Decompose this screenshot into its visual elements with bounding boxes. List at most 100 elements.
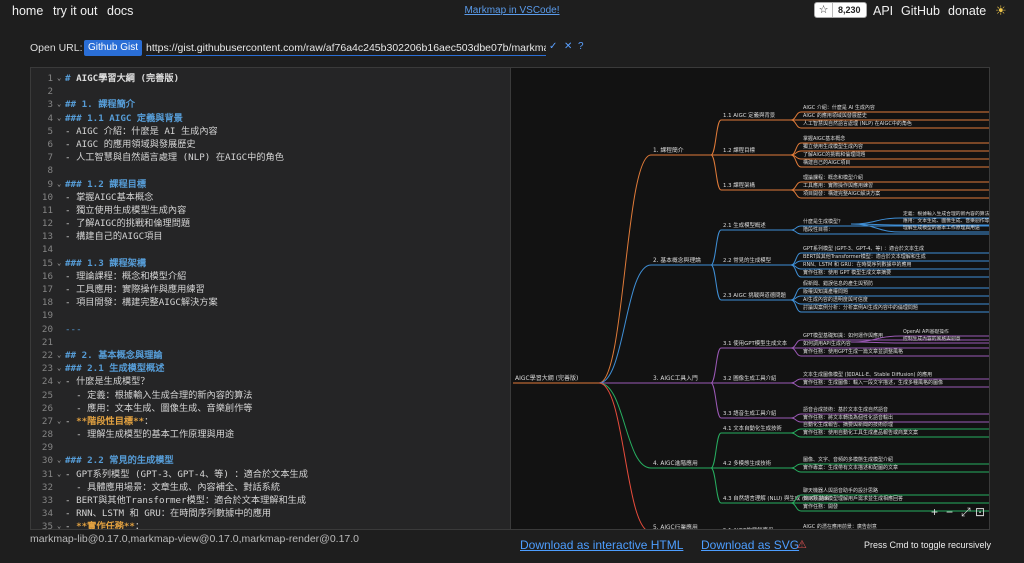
- mindmap-node[interactable]: 控制生成內容的風格與創意: [903, 335, 961, 342]
- mindmap-node[interactable]: 語音合成技術：基於文本生成自然語音: [803, 406, 888, 413]
- mindmap-node[interactable]: 1.2 課程目標: [723, 146, 755, 154]
- editor-line[interactable]: 9⌄### 1.2 課程目標: [31, 178, 510, 191]
- fold-chevron-icon[interactable]: ⌄: [57, 350, 62, 359]
- mindmap-node[interactable]: 自動化生成報告、摘要與新聞的技術原理: [803, 421, 893, 428]
- mindmap-link[interactable]: [598, 382, 652, 469]
- theme-toggle-sun-icon[interactable]: ☀: [995, 3, 1007, 18]
- mindmap-link[interactable]: [790, 339, 802, 349]
- editor-line[interactable]: 27⌄- **階段性目標**：: [31, 415, 510, 428]
- mindmap-link[interactable]: [790, 417, 802, 423]
- confirm-check-icon[interactable]: ✓: [549, 41, 558, 52]
- editor-line[interactable]: 12- 了解AIGC的挑戰和倫理問題: [31, 217, 510, 230]
- mindmap-node[interactable]: 理解生成模型的基本工作原理與用途: [903, 224, 980, 231]
- mindmap-link[interactable]: [710, 264, 722, 301]
- help-icon[interactable]: ?: [578, 41, 584, 52]
- source-select[interactable]: Github Gist: [84, 40, 143, 56]
- mindmap-node[interactable]: 定義：根據輸入生成合理的新內容的算法: [903, 210, 989, 217]
- mindmap-node[interactable]: 實作任務：將文本轉換為個性化語音輸出: [803, 414, 893, 421]
- mindmap-node[interactable]: 2.1 生成模型概述: [723, 221, 766, 229]
- nav-docs[interactable]: docs: [107, 4, 134, 18]
- fold-chevron-icon[interactable]: ⌄: [57, 456, 62, 465]
- fit-view-button[interactable]: ⤢: [961, 505, 971, 519]
- nav-api[interactable]: API: [873, 4, 894, 18]
- mindmap-link[interactable]: [790, 229, 802, 235]
- mindmap-link[interactable]: [710, 119, 722, 156]
- mindmap-link[interactable]: [710, 382, 722, 419]
- mindmap-node[interactable]: 5.1 AIGC的營銷應用: [723, 526, 773, 529]
- mindmap-link[interactable]: [790, 150, 802, 156]
- fold-chevron-icon[interactable]: ⌄: [57, 74, 62, 82]
- mindmap-link[interactable]: [790, 463, 802, 469]
- editor-line[interactable]: 29: [31, 441, 510, 454]
- editor-line[interactable]: 16- 理論課程：概念和模型介紹: [31, 270, 510, 283]
- mindmap-node[interactable]: 構建自己的AIGC項目: [803, 159, 850, 166]
- editor-line[interactable]: 6- AIGC 的應用領域與發展歷史: [31, 138, 510, 151]
- mindmap-node[interactable]: 了解AIGC的挑戰和倫理問題: [803, 151, 865, 158]
- mindmap-node[interactable]: 3.2 圖像生成工具介紹: [723, 374, 776, 382]
- mindmap-node[interactable]: GPT模型基礎知識：如何運作與應用: [803, 332, 883, 339]
- nav-donate[interactable]: donate: [948, 4, 987, 18]
- fold-chevron-icon[interactable]: ⌄: [57, 522, 62, 529]
- editor-line[interactable]: 14: [31, 243, 510, 256]
- mindmap-link[interactable]: [790, 347, 802, 357]
- mindmap-node[interactable]: 4.1 文本自動化生成技術: [723, 424, 782, 432]
- mindmap-node[interactable]: 理論課程：概念和模型介紹: [803, 174, 863, 181]
- editor-line[interactable]: 25 - 定義：根據輸入生成合理的新內容的算法: [31, 389, 510, 402]
- mindmap-node[interactable]: 圖像、文字、音頻的多模態生成模型介紹: [803, 456, 893, 463]
- editor-line[interactable]: 23⌄### 2.1 生成模型概述: [31, 362, 510, 375]
- editor-line[interactable]: 18- 項目開發：構建完整AIGC解決方案: [31, 296, 510, 309]
- mindmap-node[interactable]: 實作任務：使用GPT生成一篇文章並調整風格: [803, 348, 903, 355]
- mindmap-node[interactable]: 2.2 常見的生成模型: [723, 256, 772, 264]
- mindmap-node[interactable]: 工具應用：實際操作與應用練習: [803, 182, 873, 189]
- editor-line[interactable]: 10- 掌握AIGC基本概念: [31, 191, 510, 204]
- editor-line[interactable]: 20---: [31, 323, 510, 336]
- mindmap-node[interactable]: GPT系列模型 (GPT-3、GPT-4、等) ：適合於文本生成: [803, 245, 924, 252]
- editor-line[interactable]: 19: [31, 309, 510, 322]
- mindmap-node[interactable]: AIGC學習大綱 (完善版): [515, 374, 578, 382]
- mindmap-link[interactable]: [790, 382, 802, 388]
- mindmap-node[interactable]: AIGC 介紹：什麼是 AI 生成內容: [803, 104, 875, 111]
- mindmap-node[interactable]: 如何調用API生成內容: [803, 340, 851, 347]
- mindmap-link[interactable]: [598, 382, 651, 529]
- mindmap-node[interactable]: 版權與知識產權問題: [803, 288, 848, 295]
- mindmap-node[interactable]: 文本生成圖像模型 (如DALL·E、Stable Diffusion) 的應用: [803, 371, 932, 378]
- mindmap-node[interactable]: 聊天機器人與語音助手的設計思路: [803, 487, 878, 494]
- mindmap-node[interactable]: 2. 基本概念與理論: [653, 256, 701, 264]
- mindmap-node[interactable]: 1.3 課程架構: [723, 181, 755, 189]
- editor-line[interactable]: 28 - 理解生成模型的基本工作原理與用途: [31, 428, 510, 441]
- mindmap-link[interactable]: [710, 347, 722, 384]
- mindmap-link[interactable]: [790, 225, 802, 231]
- mindmap-link[interactable]: [790, 260, 802, 266]
- editor-line[interactable]: 11- 獨立使用生成模型生成內容: [31, 204, 510, 217]
- mindmap-link[interactable]: [790, 189, 802, 199]
- fold-chevron-icon[interactable]: ⌄: [57, 179, 62, 188]
- mindmap-link[interactable]: [850, 217, 902, 225]
- mindmap-link[interactable]: [710, 432, 722, 469]
- mindmap-node[interactable]: 實作任務：使用 GPT 模型生成文章摘要: [803, 269, 891, 276]
- mindmap-link[interactable]: [790, 467, 802, 473]
- editor-line[interactable]: 1⌄# AIGC學習大綱 (完善版): [31, 72, 510, 85]
- fold-chevron-icon[interactable]: ⌄: [57, 377, 62, 386]
- editor-line[interactable]: 17- 工具應用：實際操作與應用練習: [31, 283, 510, 296]
- fold-chevron-icon[interactable]: ⌄: [57, 364, 62, 373]
- mindmap-link[interactable]: [790, 428, 802, 434]
- mindmap-node[interactable]: 人工智慧與自然語言處理 (NLP) 在AIGC中的角色: [803, 120, 912, 127]
- editor-line[interactable]: 15⌄### 1.3 課程架構: [31, 257, 510, 270]
- toggle-recursive-button[interactable]: ⊡: [975, 505, 986, 519]
- mindmap-node[interactable]: 使用預訓練模型理解用戶需求並生成相應回答: [803, 495, 903, 502]
- mindmap-node[interactable]: 5. AIGC行業應用: [653, 523, 698, 529]
- pane-divider[interactable]: [510, 68, 511, 529]
- zoom-out-button[interactable]: −: [946, 505, 954, 519]
- mindmap-link[interactable]: [790, 413, 802, 419]
- editor-line[interactable]: 35⌄- **實作任務**：: [31, 520, 510, 529]
- editor-line[interactable]: 21: [31, 336, 510, 349]
- mindmap-node[interactable]: RNN、LSTM 和 GRU：在時間序列數據中的應用: [803, 261, 911, 268]
- mindmap-node[interactable]: 4.2 多模態生成技術: [723, 459, 772, 467]
- mindmap-node[interactable]: AIGC 的潛在應用前景：廣告創意: [803, 523, 877, 529]
- zoom-in-button[interactable]: +: [931, 505, 939, 519]
- mindmap-node[interactable]: 假新聞、錯誤信息的產生與預防: [803, 280, 873, 287]
- mindmap-node[interactable]: BERT與其他Transformer模型：適合於文本理解和生成: [803, 253, 926, 260]
- mindmap-node[interactable]: 階段性目標：: [803, 226, 833, 233]
